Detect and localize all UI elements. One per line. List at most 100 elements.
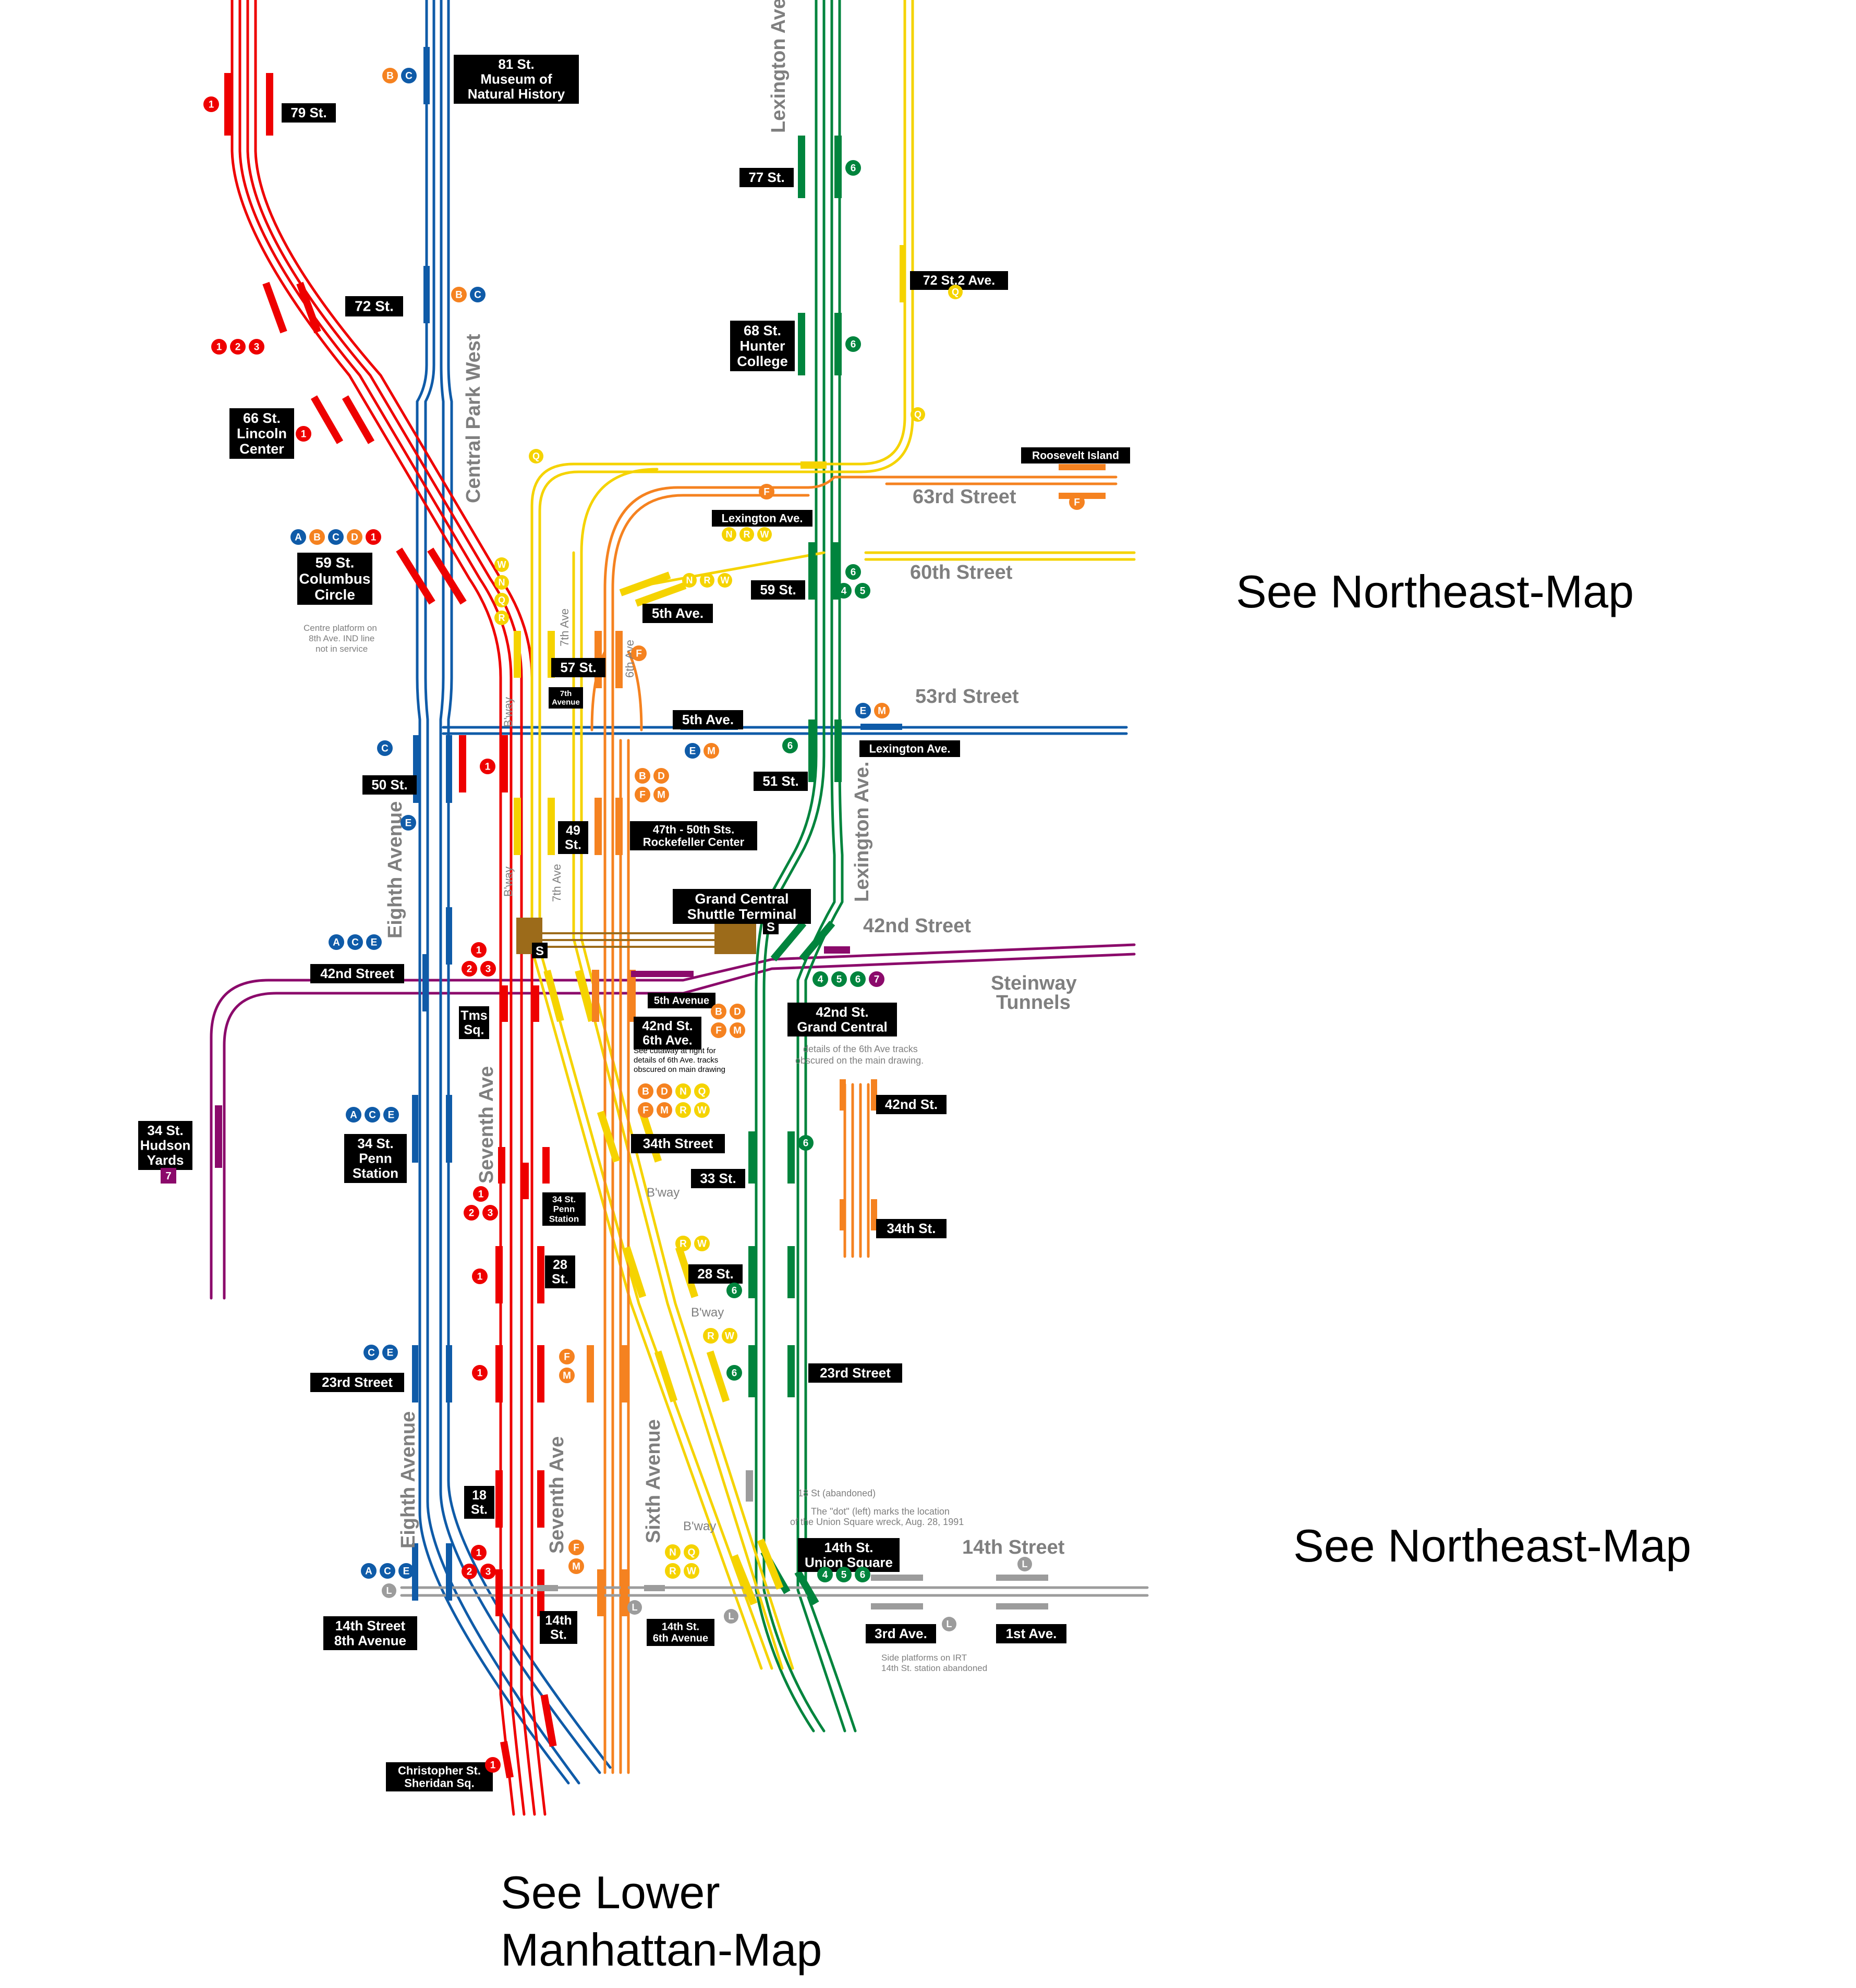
route-bullet-a-icon[interactable] [329,934,344,950]
route-bullet-e-icon[interactable] [398,1563,414,1579]
see-northeast-1[interactable]: See Northeast-Map [1236,566,1634,617]
route-bullet-6-icon[interactable] [726,1365,742,1381]
route-bullet-q-icon[interactable] [494,593,509,607]
route-bullet-4-icon[interactable] [812,971,828,987]
station-label-lex63[interactable]: Lexington Ave. [712,510,812,527]
route-bullet-l-icon[interactable] [382,1583,396,1598]
route-bullet-d-icon[interactable] [657,1083,672,1099]
route-bullet-e-icon[interactable] [383,1107,399,1123]
route-bullet-w-icon[interactable] [684,1563,699,1579]
station-label-23stlex[interactable]: 23rd Street [808,1363,902,1383]
route-bullet-c-icon[interactable] [365,1107,380,1123]
station-label-23st8[interactable]: 23rd Street [310,1373,404,1392]
route-bullet-c-icon[interactable] [377,740,393,756]
route-bullet-c-icon[interactable] [347,934,363,950]
station-label-5ave53[interactable]: 5th Ave. [673,710,743,729]
route-bullet-c-icon[interactable] [401,68,417,83]
see-lower-2[interactable]: Manhattan-Map [501,1924,822,1975]
route-bullet-q-icon[interactable] [529,449,543,464]
route-bullet-1-icon[interactable] [472,1365,488,1381]
see-northeast-2[interactable]: See Northeast-Map [1293,1520,1691,1571]
route-bullet-f-icon[interactable] [759,484,774,499]
route-bullet-f-icon[interactable] [1069,494,1085,510]
route-bullet-7-icon[interactable] [161,1168,176,1184]
route-bullet-q-icon[interactable] [948,285,963,299]
route-bullet-1-icon[interactable] [473,1186,489,1202]
route-bullet-l-icon[interactable] [942,1617,956,1631]
route-bullet-e-icon[interactable] [382,1345,398,1360]
route-bullet-4-icon[interactable] [817,1567,833,1582]
route-bullet-1-icon[interactable] [471,942,487,958]
route-bullet-6-icon[interactable] [845,336,861,352]
route-bullet-1-icon[interactable] [485,1757,501,1773]
route-bullet-d-icon[interactable] [653,768,669,784]
route-bullet-a-icon[interactable] [290,529,306,545]
route-bullet-3-icon[interactable] [480,1564,496,1579]
route-bullet-6-icon[interactable] [782,738,798,753]
route-bullet-3-icon[interactable] [480,961,496,977]
route-bullet-m-icon[interactable] [568,1558,584,1574]
see-lower-1[interactable]: See Lower [501,1867,720,1918]
station-label-14stus[interactable]: 14th St.Union Square [798,1538,900,1572]
route-bullet-b-icon[interactable] [451,287,467,302]
route-bullet-2-icon[interactable] [230,339,246,355]
route-bullet-f-icon[interactable] [568,1540,584,1555]
route-bullet-1-icon[interactable] [366,529,381,545]
route-bullet-r-icon[interactable] [675,1102,691,1118]
route-bullet-f-icon[interactable] [638,1102,653,1118]
route-bullet-c-icon[interactable] [470,287,486,302]
route-bullet-1-icon[interactable] [203,96,219,112]
route-bullet-1-icon[interactable] [480,759,495,774]
route-bullet-b-icon[interactable] [638,1083,653,1099]
route-bullet-2-icon[interactable] [462,1564,477,1579]
route-bullet-m-icon[interactable] [874,703,890,718]
route-bullet-r-icon[interactable] [700,573,714,588]
route-bullet-m-icon[interactable] [559,1368,575,1383]
route-bullet-m-icon[interactable] [703,743,719,759]
station-label-42st8[interactable]: 42nd Street [310,964,404,983]
station-label-42st6[interactable]: 42nd St.6th Ave. [634,1017,701,1050]
route-bullet-r-icon[interactable] [703,1328,719,1344]
route-bullet-l-icon[interactable] [1017,1557,1032,1571]
station-label-33st[interactable]: 33 St. [691,1169,745,1188]
route-bullet-1-icon[interactable] [471,1545,487,1560]
route-bullet-l-icon[interactable] [724,1609,738,1624]
route-bullet-w-icon[interactable] [718,573,732,588]
station-label-14st6[interactable]: 14th St.6th Avenue [647,1619,714,1646]
route-bullet-6-icon[interactable] [845,564,861,580]
route-bullet-d-icon[interactable] [730,1004,745,1019]
route-bullet-f-icon[interactable] [635,787,650,802]
route-bullet-n-icon[interactable] [682,573,697,588]
route-bullet-c-icon[interactable] [380,1563,395,1579]
route-bullet-7-icon[interactable] [869,971,884,987]
station-label-28st[interactable]: 28 St. [688,1264,743,1284]
station-label-72st-2ave[interactable]: 72 St.2 Ave. [910,271,1008,290]
station-label-3ave[interactable]: 3rd Ave. [866,1624,936,1643]
route-bullet-b-icon[interactable] [309,529,325,545]
route-bullet-n-icon[interactable] [494,575,509,590]
station-label-72st[interactable]: 72 St. [345,296,403,316]
route-bullet-f-icon[interactable] [631,645,647,661]
route-bullet-l-icon[interactable] [627,1600,642,1615]
route-bullet-m-icon[interactable] [657,1102,672,1118]
route-bullet-3-icon[interactable] [482,1205,498,1221]
route-bullet-e-icon[interactable] [685,743,700,759]
route-bullet-n-icon[interactable] [665,1544,681,1560]
station-label-34th[interactable]: 34th Street [631,1134,725,1153]
route-bullet-a-icon[interactable] [361,1563,377,1579]
route-bullet-1-icon[interactable] [296,426,311,442]
station-label-77st[interactable]: 77 St. [739,168,794,187]
route-bullet-5-icon[interactable] [855,583,870,599]
route-bullet-c-icon[interactable] [328,529,344,545]
route-bullet-r-icon[interactable] [675,1236,691,1251]
route-bullet-6-icon[interactable] [845,160,861,176]
station-label-lex53[interactable]: Lexington Ave. [859,740,960,757]
route-bullet-w-icon[interactable] [494,557,509,572]
